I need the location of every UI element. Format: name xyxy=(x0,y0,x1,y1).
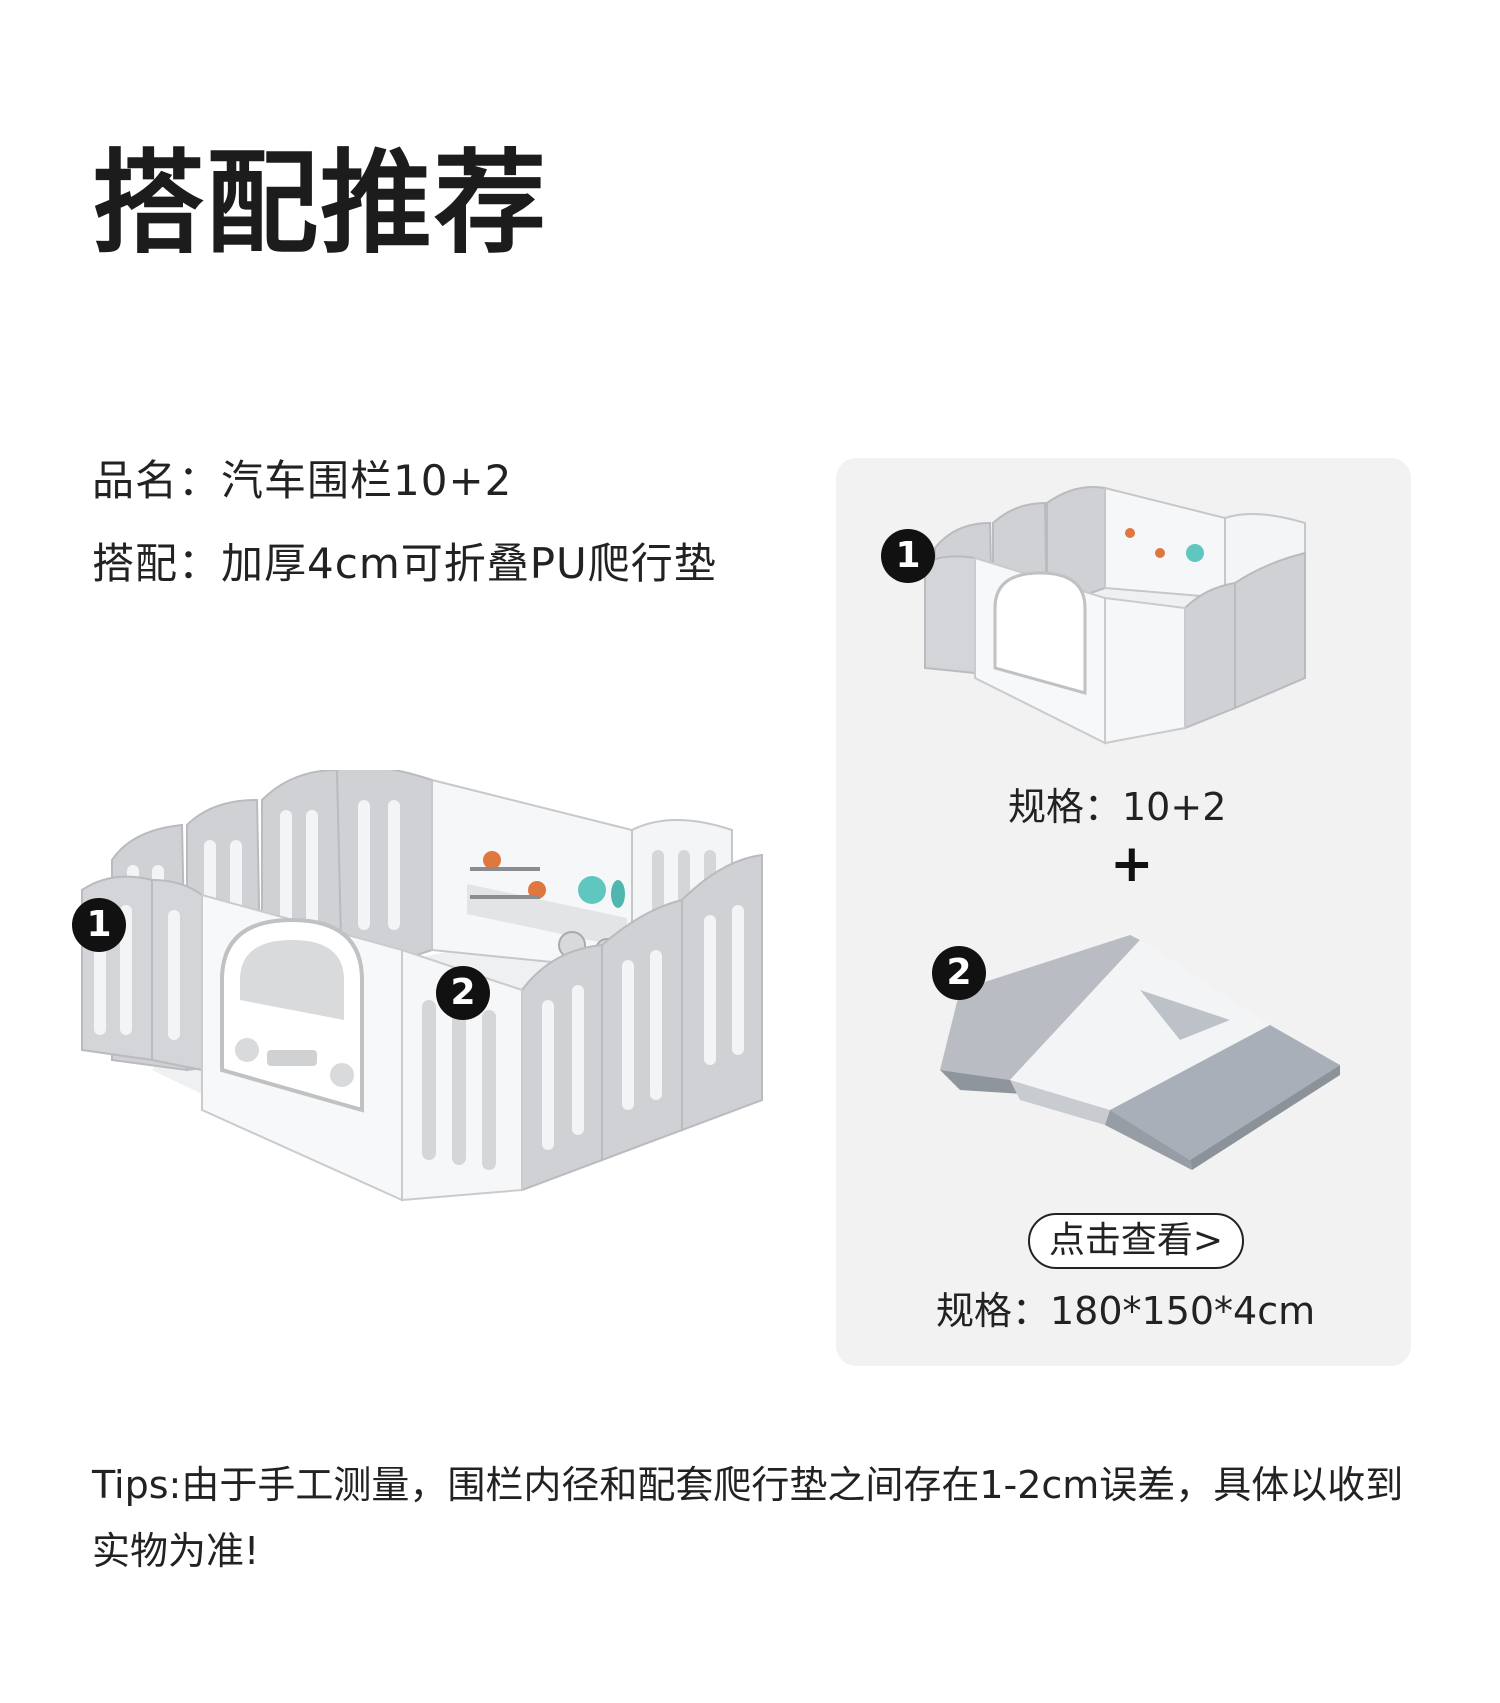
item2-spec: 规格：180*150*4cm xyxy=(936,1289,1316,1333)
main-playpen-image xyxy=(72,765,832,1250)
panel-badge-2: 2 xyxy=(932,946,986,1000)
tips-text: Tips:由于手工测量，围栏内径和配套爬行垫之间存在1-2cm误差，具体以收到实… xyxy=(92,1463,1404,1573)
main-badge-1: 1 xyxy=(72,898,126,952)
playpen-thumbnail-illustration xyxy=(924,486,1306,745)
playpen-illustration xyxy=(81,765,763,1202)
view-details-button[interactable]: 点击查看> xyxy=(1028,1213,1244,1269)
plus-sign: + xyxy=(1110,834,1154,894)
main-badge-2: 2 xyxy=(436,966,490,1020)
playpen-thumbnail xyxy=(905,478,1345,758)
panel-badge-1: 1 xyxy=(881,529,935,583)
page-title: 搭配推荐 xyxy=(92,139,548,269)
match-product: 搭配：加厚4cm可折叠PU爬行垫 xyxy=(92,539,717,588)
product-name: 品名：汽车围栏10+2 xyxy=(92,456,513,505)
item1-spec: 规格：10+2 xyxy=(1008,785,1227,829)
mat-illustration xyxy=(940,935,1340,1170)
mat-thumbnail xyxy=(930,930,1350,1180)
